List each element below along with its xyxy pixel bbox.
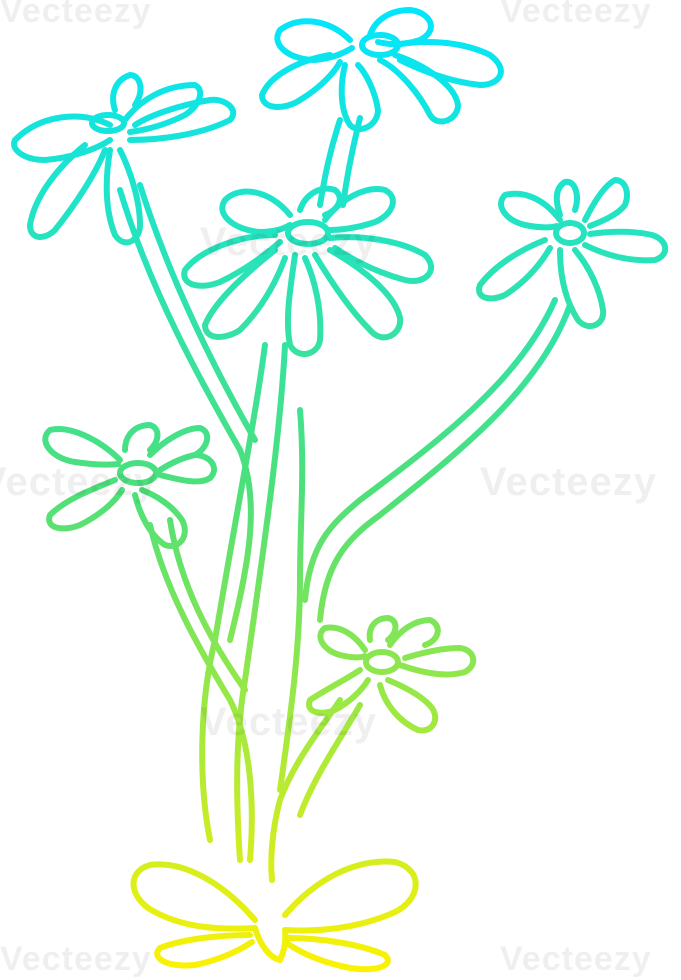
leaf-left: [130, 861, 258, 932]
stem-center-flower-inner: [234, 342, 288, 863]
stem-mid-left: [147, 522, 255, 863]
stem-right-flower: [302, 297, 558, 603]
flower-top-left: [11, 72, 237, 246]
flower-mid-left: [42, 422, 217, 549]
flower-right: [476, 177, 669, 330]
stem-center-flower: [199, 342, 268, 843]
stem-left-flower-inner: [137, 182, 258, 443]
stem-lower-right: [268, 697, 343, 883]
stem-lower-right-inner: [297, 702, 363, 818]
stem-left-flower: [117, 187, 254, 643]
stems: [117, 115, 573, 883]
leaf-right-lower: [285, 935, 391, 973]
base-stem-knot: [252, 925, 289, 963]
stem-right-flower-inner: [317, 302, 573, 623]
leaf-right: [282, 858, 419, 934]
stem-center-join: [277, 407, 306, 793]
flower-center: [181, 185, 435, 357]
stem-top-flower: [317, 117, 343, 208]
leaf-left-lower: [154, 932, 255, 969]
base-leaves: [130, 858, 419, 973]
flower-lower-right: [306, 615, 477, 734]
flower-top-center: [259, 7, 504, 132]
